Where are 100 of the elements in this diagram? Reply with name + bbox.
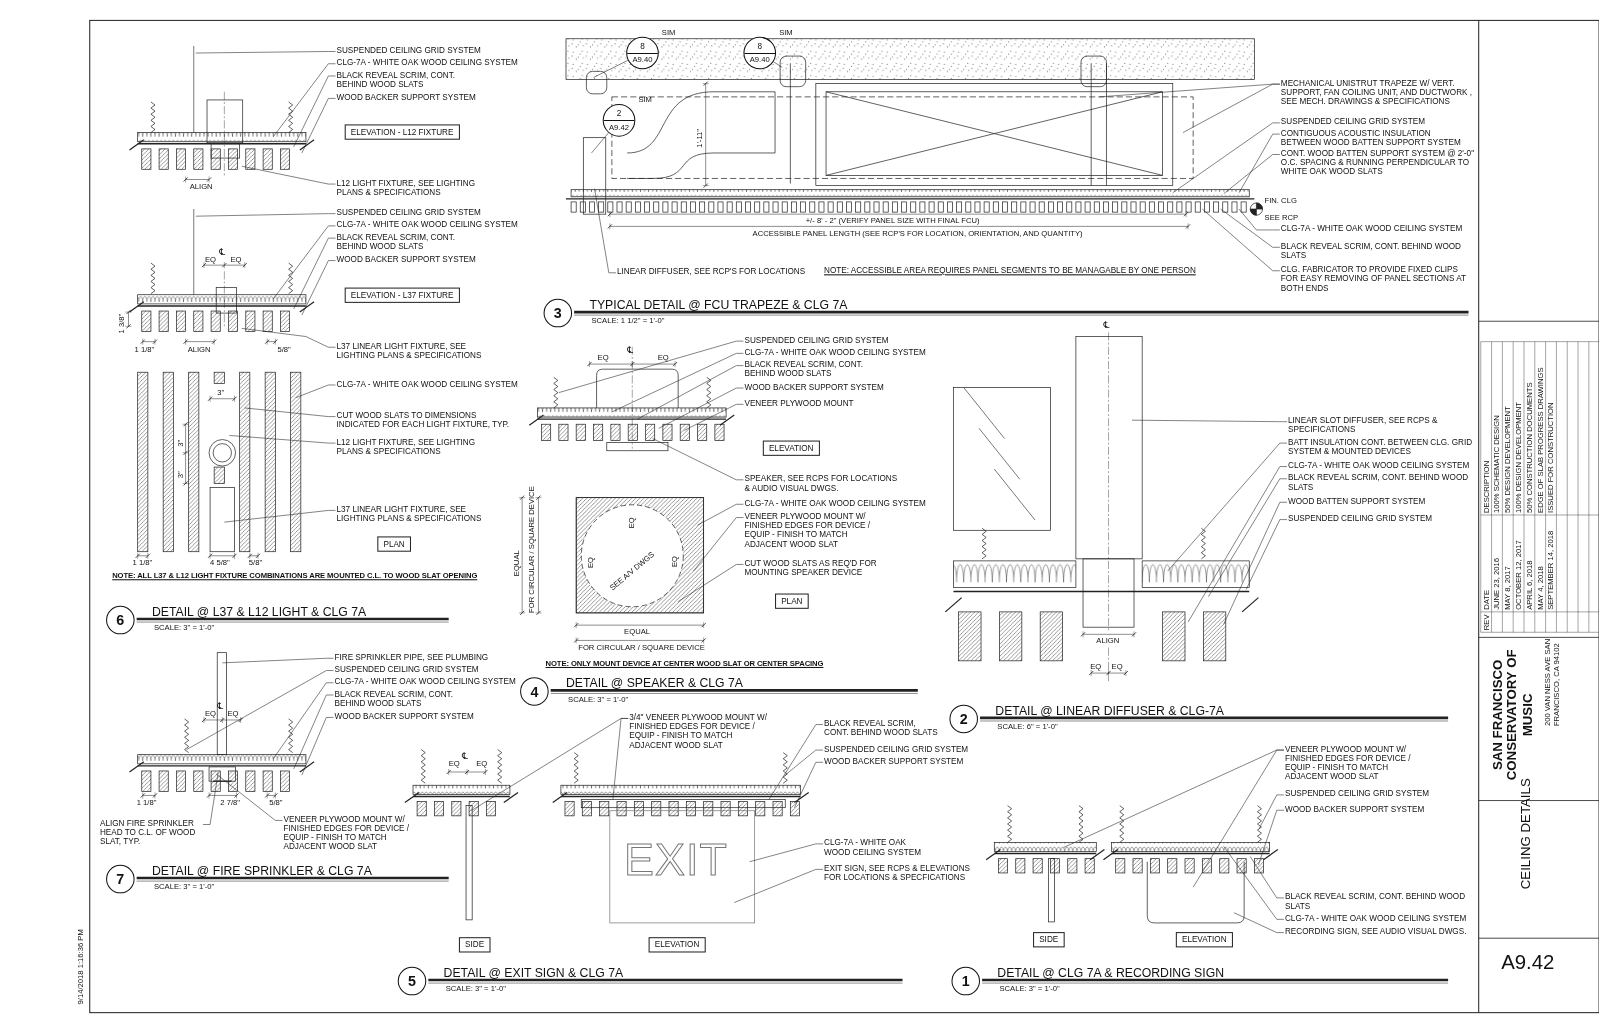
callout-text: BATT INSULATION CONT. BETWEEN CLG. GRID SYSTEM & MOUNTED DEVICES (1288, 438, 1474, 457)
callout-text: VENEER PLYWOOD MOUNT W/ FINISHED EDGES FOR DEVICE / EQUIP - FINISH TO MATCH ADJACENT WOOD SLAT (283, 815, 419, 853)
callout-text: CONT. WOOD BATTEN SUPPORT SYSTEM @ 2'-0" O.C. SPACING & RUNNING PERPENDICULAR TO WHITE OAK WOOD SLATS (1280, 149, 1475, 178)
view-label: PLAN (377, 536, 411, 552)
callout-text: BLACK REVEAL SCRIM, CONT. BEHIND WOOD SLATS (744, 361, 865, 380)
leader-line (241, 328, 336, 348)
view-label: SIDE (1033, 932, 1065, 948)
note-text: NOTE: ACCESSIBLE AREA REQUIRES PANEL SEGMENTS TO BE MANAGABLE BY ONE PERSON (824, 266, 1196, 276)
leader-line (1187, 466, 1288, 623)
leader-line (611, 353, 744, 413)
leader-line (697, 504, 744, 526)
callout-text: L12 LIGHT FIXTURE, SEE LIGHTING PLANS & SPECIFICATIONS (336, 179, 500, 198)
callout-text: LINEAR DIFFUSER, SEE RCP'S FOR LOCATIONS (617, 268, 806, 278)
callout-text: LINEAR SLOT DIFFUSER, SEE RCPS & SPECIFICATIONS (1288, 417, 1474, 436)
callout-text: WOOD BACKER SUPPORT SYSTEM (334, 712, 474, 722)
leader-line (301, 98, 336, 154)
callout-text: BLACK REVEAL SCRIM, CONT. BEHIND WOOD SLATS (336, 71, 457, 90)
detail-number: 5 (408, 972, 416, 990)
leader-line (593, 60, 629, 78)
leader-line (241, 165, 336, 185)
leader-line (293, 237, 336, 310)
detail-number: 7 (116, 870, 125, 888)
leader-line (186, 670, 334, 750)
speaker-section-drawing (528, 368, 735, 452)
leader-line (693, 517, 744, 572)
callout-text: WOOD BATTEN SUPPORT SYSTEM (1288, 497, 1426, 507)
callout-text: CLG-7A - WHITE OAK WOOD CEILING SYSTEM (824, 839, 926, 858)
callout-text: VENEER PLYWOOD MOUNT W/ FINISHED EDGES FOR DEVICE / EQUIP - FINISH TO MATCH ADJACENT WOOD SLAT (1284, 745, 1428, 782)
view-label: ELEVATION (762, 440, 820, 456)
leader-line (734, 869, 824, 903)
detail-reference: 8 (639, 41, 646, 51)
detail-number: 6 (116, 611, 125, 629)
callout-text: ALIGN FIRE SPRINKLER HEAD TO C.L. OF WOOD SLAT, TYP. (99, 819, 202, 848)
linear-diffuser-section-drawing (944, 336, 1260, 662)
centerline-symbol: ℄ (627, 344, 634, 355)
centerline-symbol: ℄ (217, 700, 224, 711)
callout-text: CLG-7A - WHITE OAK WOOD CEILING SYSTEM (1288, 461, 1470, 472)
detail-title: DETAIL @ EXIT SIGN & CLG 7A (443, 965, 624, 981)
leader-line (1238, 133, 1281, 193)
exit-sign-elevation-drawing (552, 752, 810, 924)
leader-line (202, 771, 219, 825)
callout-text: WOOD BACKER SUPPORT SYSTEM (1284, 805, 1425, 815)
view-label: ELEVATION - L12 FIXTURE (344, 124, 460, 140)
callout-text: WOOD BACKER SUPPORT SYSTEM (824, 757, 964, 767)
detail-reference: 8 (756, 41, 763, 51)
callout-text: CLG-7A - WHITE OAK WOOD CEILING SYSTEM (1280, 225, 1463, 235)
callout-text: CLG-7A - WHITE OAK WOOD CEILING SYSTEM (744, 348, 926, 358)
callout-text: BLACK REVEAL SCRIM, CONT. BEHIND WOOD SLATS (334, 690, 455, 709)
callout-text: BLACK REVEAL SCRIM, CONT. BEHIND WOOD SLATS (336, 233, 457, 252)
leader-line (195, 213, 336, 217)
leader-line (1258, 809, 1285, 866)
leader-line (637, 365, 744, 420)
leader-line (1250, 856, 1285, 899)
leader-line (273, 682, 334, 759)
leader-line (768, 724, 824, 800)
callout-text: CLG. FABRICATOR TO PROVIDE FIXED CLIPS FOR EASY REMOVING OF PANEL SECTIONS AT BOTH ENDS (1280, 266, 1470, 294)
callout-text: BLACK REVEAL SCRIM, CONT. BEHIND WOOD SLATS (1280, 242, 1470, 261)
callout-text: SUSPENDED CEILING GRID SYSTEM (1280, 118, 1426, 128)
callout-text: CLG-7A - WHITE OAK WOOD CEILING SYSTEM (336, 221, 518, 231)
leader-line (1259, 794, 1285, 829)
callout-text: L12 LIGHT FIXTURE, SEE LIGHTING PLANS & SPECIFICATIONS (336, 438, 500, 457)
leader-line (684, 404, 744, 431)
callout-text: VENEER PLYWOOD MOUNT W/ FINISHED EDGES FOR DEVICE / EQUIP - FINISH TO MATCH ADJACENT WOOD SLAT (744, 512, 883, 550)
callout-text: FIRE SPRINKLER PIPE, SEE PLUMBING (334, 653, 489, 663)
callout-text: EXIT SIGN, SEE RCPS & ELEVATIONS FOR LOCATIONS & SPECFICATIONS (824, 864, 977, 884)
callout-text: SUSPENDED CEILING GRID SYSTEM (744, 336, 889, 346)
callout-text: WOOD BACKER SUPPORT SYSTEM (336, 93, 476, 103)
leader-line (229, 435, 336, 444)
slat-plan-drawing (137, 371, 302, 553)
callout-text: WOOD BACKER SUPPORT SYSTEM (744, 383, 884, 393)
callout-text: BLACK REVEAL SCRIM, CONT. BEHIND WOOD SLATS (1284, 893, 1474, 912)
centerline-symbol: ℄ (219, 246, 226, 257)
ceiling-section-drawing (128, 208, 315, 332)
view-label: ELEVATION - L37 FIXTURE (344, 287, 460, 303)
detail-title: TYPICAL DETAIL @ FCU TRAPEZE & CLG 7A (589, 297, 848, 313)
leader-line (301, 260, 336, 316)
callout-text: CLG-7A - WHITE OAK WOOD CEILING SYSTEM (1284, 914, 1467, 924)
leader-line (215, 773, 283, 821)
speaker-plan-drawing (575, 497, 704, 614)
leader-line (1238, 208, 1281, 231)
callout-text: CUT WOOD SLATS TO DIMENSIONS INDICATED FOR EACH LIGHT FIXTURE, TYP. (336, 412, 512, 431)
callout-text: CLG-7A - WHITE OAK WOOD CEILING SYSTEM (336, 380, 518, 390)
leader-line (1063, 749, 1285, 848)
leader-line (273, 225, 336, 300)
callout-text: L37 LINEAR LIGHT FIXTURE, SEE LIGHTING PLANS & SPECIFICATIONS (336, 505, 490, 525)
detail-number: 1 (961, 972, 970, 990)
callout-text: WOOD BACKER SUPPORT SYSTEM (336, 255, 476, 266)
leader-line (295, 384, 336, 398)
centerline-symbol: ℄ (461, 750, 468, 761)
view-label: SIDE (458, 937, 491, 953)
view-label: ELEVATION (1175, 932, 1233, 948)
leader-line (784, 749, 824, 776)
callout-text: SUSPENDED CEILING GRID SYSTEM (1288, 515, 1433, 525)
leader-line (1167, 442, 1288, 572)
leader-line (244, 407, 336, 417)
leader-line (658, 387, 744, 429)
recording-sign-elevation-drawing (1102, 805, 1279, 924)
detail-title: DETAIL @ LINEAR DIFFUSER & CLG-7A (995, 703, 1224, 718)
leader-line (652, 438, 744, 481)
detail-title: DETAIL @ L37 & L12 LIGHT & CLG 7A (151, 604, 367, 619)
